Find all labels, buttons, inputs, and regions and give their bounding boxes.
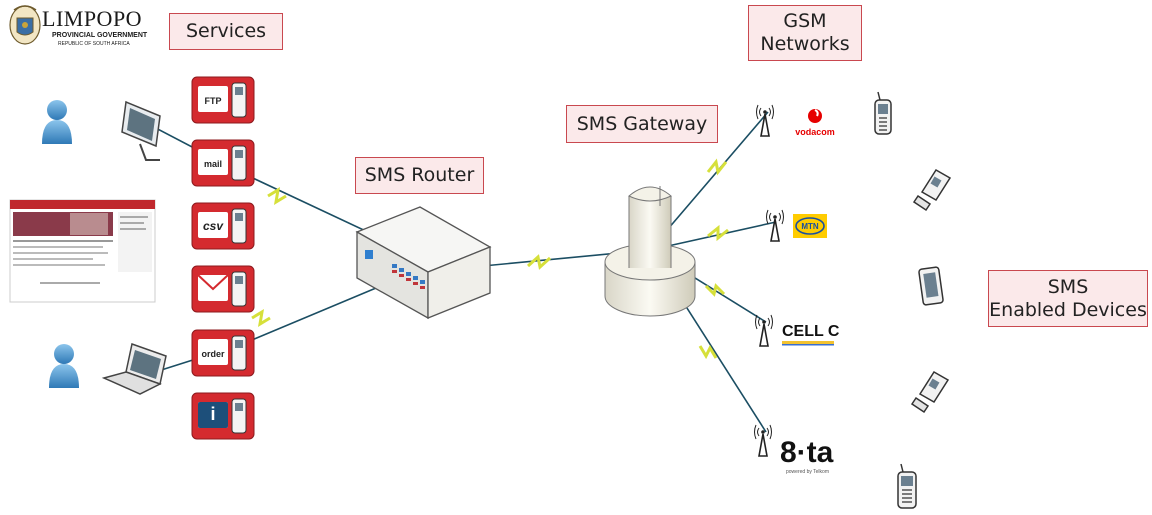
sms-gateway-icon <box>604 186 696 317</box>
bolt-vodacom <box>706 158 728 176</box>
vodacom-logo: vodacom <box>795 109 835 137</box>
desktop-monitor-icon <box>121 100 161 161</box>
bolt-desktop <box>267 187 287 205</box>
mobile-phone-icon <box>897 463 917 509</box>
cellc-logo-text: CELL C <box>782 323 840 340</box>
tower-8ta-icon <box>754 424 772 457</box>
flip-phone-icon <box>910 370 950 414</box>
org-country: REPUBLIC OF SOUTH AFRICA <box>58 41 130 47</box>
flip-phone-icon <box>912 168 952 212</box>
network-towers <box>754 104 784 457</box>
service-order-icon: order <box>191 329 255 377</box>
service-icons: FTP mail csv order i <box>191 76 255 440</box>
sms-gateway-label: SMS Gateway <box>566 105 718 143</box>
tower-mtn-icon <box>766 209 784 242</box>
user-icon <box>42 100 72 144</box>
laptop-icon <box>101 343 167 395</box>
sms-devices-label: SMS Enabled Devices <box>988 270 1148 327</box>
mtn-logo-text: MTN <box>801 222 819 231</box>
service-ftp-label: FTP <box>205 96 222 106</box>
mobile-phone-icon <box>874 91 892 135</box>
bolt-mtn <box>707 224 729 242</box>
bolt-laptop <box>251 309 271 327</box>
bolt-router-gateway <box>526 254 552 270</box>
tower-cellc-icon <box>755 314 773 347</box>
smartphone-icon <box>918 266 944 306</box>
bolt-cellc <box>704 283 726 297</box>
8ta-logo-text: 8·ta <box>780 436 834 469</box>
org-name: LIMPOPO <box>42 6 143 31</box>
service-order-label: order <box>201 349 225 359</box>
service-info-icon: i <box>191 392 255 440</box>
user-icon <box>49 344 79 388</box>
link-desktop-router <box>149 124 386 241</box>
gsm-networks-label: GSM Networks <box>748 5 862 61</box>
service-mail-label: mail <box>204 159 222 169</box>
bolt-8ta <box>698 344 718 360</box>
limpopo-crest-icon <box>9 5 41 45</box>
service-mail-icon: mail <box>191 139 255 187</box>
8ta-logo: 8·ta powered by Telkom <box>780 436 834 475</box>
sms-router-icon <box>355 206 492 320</box>
sms-router-label: SMS Router <box>355 157 484 194</box>
service-info-label: i <box>210 404 215 424</box>
mtn-logo: MTN <box>793 214 827 238</box>
services-label: Services <box>169 13 283 50</box>
lightning-bolts <box>251 158 729 360</box>
tower-vodacom-icon <box>756 104 774 137</box>
service-csv-icon: csv <box>191 202 255 250</box>
8ta-logo-subtext: powered by Telkom <box>786 469 829 475</box>
cellc-logo: CELL C <box>782 323 840 346</box>
service-ftp-icon: FTP <box>191 76 255 124</box>
vodacom-logo-text: vodacom <box>795 127 835 137</box>
service-envelope-icon <box>191 265 255 313</box>
website-screenshot <box>9 199 156 303</box>
service-csv-label: csv <box>203 219 224 233</box>
org-subtitle: PROVINCIAL GOVERNMENT <box>52 32 148 39</box>
